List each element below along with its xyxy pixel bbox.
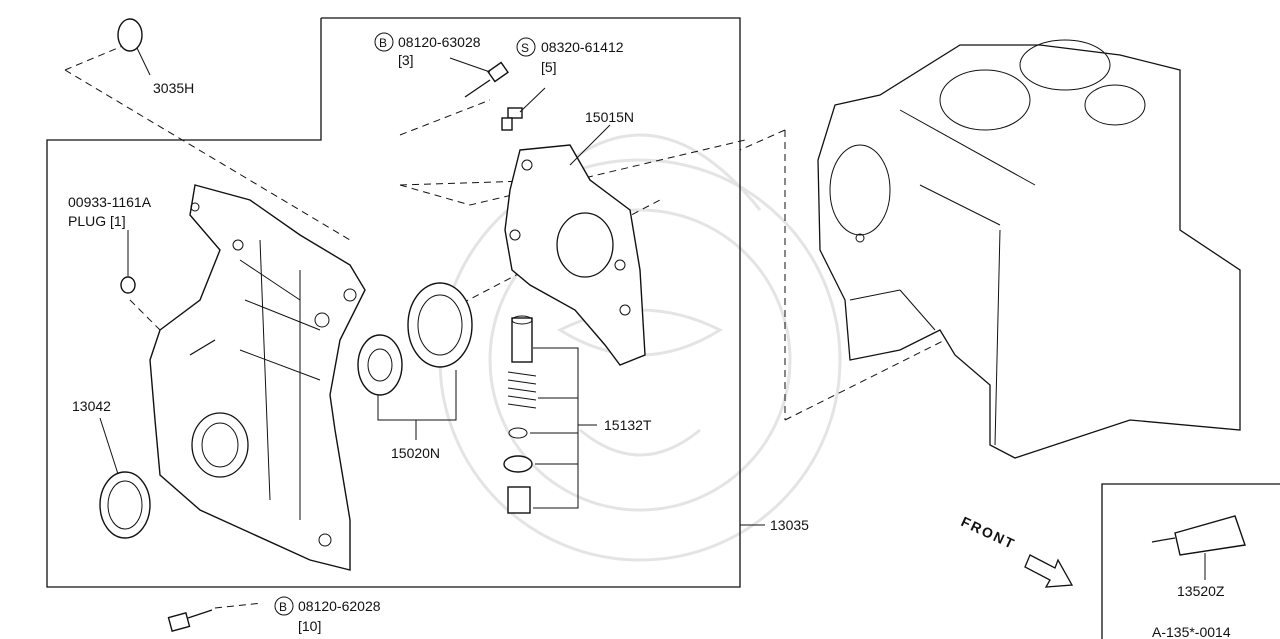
front-seal-number: 13042 [72,398,111,414]
screw-s-letter: S [521,41,529,55]
assembly-frame [46,17,741,588]
upper-bolt-part [464,61,509,98]
lower-bolt-part [167,609,213,632]
lower-bolt-number: 08120-62028 [298,598,381,614]
relief-valve-part [503,315,537,514]
screw-part [501,107,523,131]
sealant-tube-part [1151,515,1246,556]
engine-block [817,39,1241,459]
o-ring-number: 3035H [153,80,194,96]
pump-cover-number: 15015N [585,109,634,125]
diagram-code: A-135*-0014 [1152,624,1231,639]
screw-number: 08320-61412 [541,39,624,55]
plug-number: 00933-1161A [68,194,152,210]
lower-bolt-b-letter: B [279,600,287,614]
sealant-inset-frame [1101,483,1280,639]
rotor-set-part [357,282,473,396]
upper-bolt-number: 08120-63028 [398,34,481,50]
o-ring-part [117,18,143,52]
upper-bolt-qty: [3] [398,52,414,68]
front-arrow-icon [1024,554,1074,588]
lower-bolt-b-symbol: B [274,596,294,616]
screw-s-symbol: S [516,37,536,57]
front-cover-part [149,184,366,571]
front-direction-label: FRONT [959,513,1019,552]
screw-qty: [5] [541,59,557,75]
relief-valve-number: 15132T [604,417,652,433]
lower-bolt-qty: [10] [298,618,321,634]
pump-cover-part [504,144,646,366]
rotor-set-number: 15020N [391,445,440,461]
front-cover-number: 13035 [770,517,809,533]
sealant-number: 13520Z [1177,583,1225,599]
front-seal-part [99,471,151,539]
bolt-b-symbol: B [374,32,394,52]
bolt-b-letter: B [379,36,387,50]
plug-label: PLUG [1] [68,213,126,229]
plug-part [120,276,136,294]
